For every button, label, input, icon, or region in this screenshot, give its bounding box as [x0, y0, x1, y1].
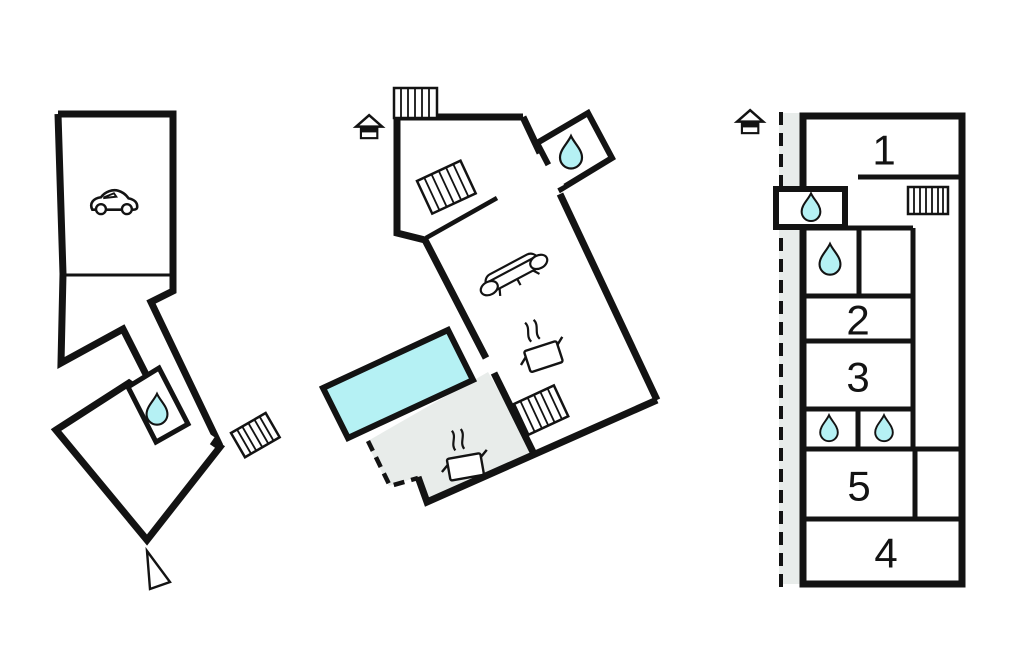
- house-wall-left-lower: [490, 371, 537, 454]
- wing-inner-walls: [800, 174, 962, 522]
- window-hatch-icon: [906, 185, 950, 216]
- stairs-icon: [415, 159, 478, 216]
- lobby-partition-wall: [424, 196, 499, 240]
- stairs-icon: [512, 383, 570, 437]
- entrance-icon: [733, 108, 767, 135]
- bathroom-door-opening: [544, 162, 564, 190]
- room-label-5: 5: [847, 463, 870, 510]
- stairs-icon: [229, 411, 282, 459]
- bedroom-wing-building: 1 2 3 5 4: [733, 108, 966, 588]
- sofa-icon: [479, 252, 549, 297]
- side-strip: [779, 113, 802, 584]
- room-label-1: 1: [872, 127, 895, 174]
- house-wall-left: [393, 117, 490, 360]
- car-icon: [89, 188, 139, 216]
- garage-annex-building: [50, 110, 282, 591]
- house-wall-south: [414, 396, 659, 507]
- stove-icon: [519, 319, 564, 374]
- room-label-2: 2: [846, 297, 869, 344]
- stove-icon: [441, 428, 488, 482]
- house-wall-right-lower: [556, 192, 661, 402]
- room-label-4: 4: [874, 530, 897, 577]
- stairs-icon: [392, 86, 439, 120]
- entrance-icon: [352, 113, 386, 140]
- garage-wall-right: [58, 110, 224, 448]
- pool: [318, 326, 478, 442]
- main-house-building: [318, 86, 661, 507]
- terrace: [366, 372, 533, 502]
- garage-wall-left: [54, 113, 167, 410]
- north-arrow-icon: [145, 546, 172, 591]
- room-label-3: 3: [846, 354, 869, 401]
